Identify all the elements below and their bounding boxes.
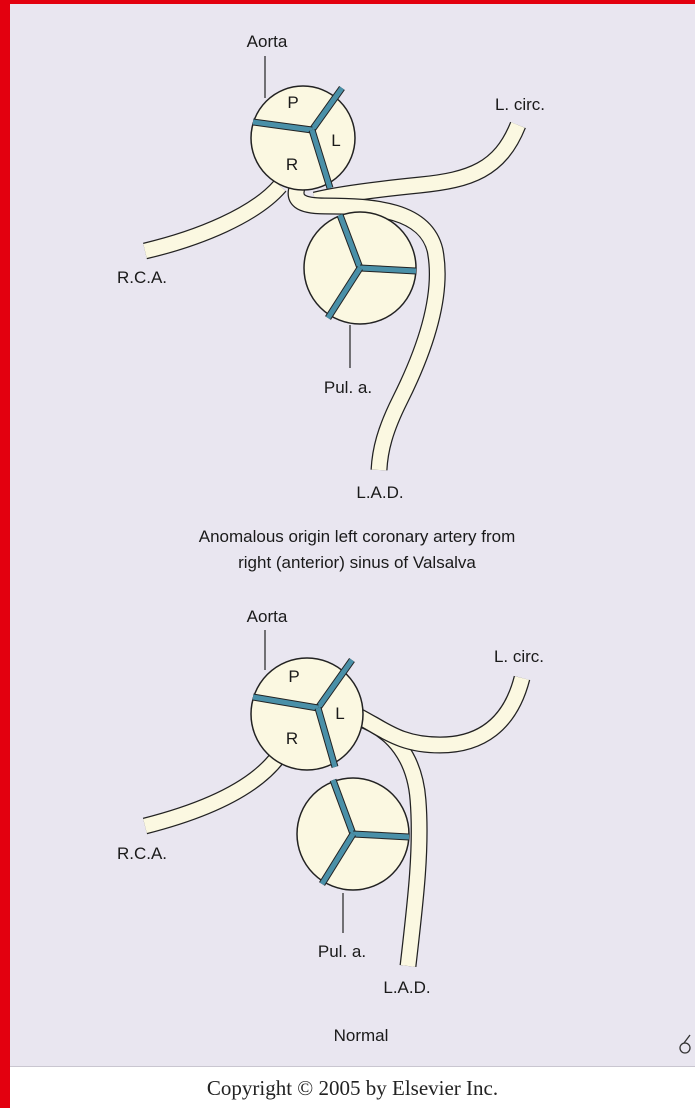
caption-bottom: Normal [334, 1026, 389, 1045]
copyright-notice: Copyright © 2005 by Elsevier Inc. [10, 1066, 695, 1109]
lcirc-label-top: L. circ. [495, 95, 545, 114]
publisher-mark-icon [680, 1035, 690, 1053]
cusp-p-label-bottom: P [288, 667, 299, 686]
lcirc-vessel-bottom [358, 678, 522, 745]
aorta-label-top: Aorta [247, 32, 288, 51]
cusp-r-label-top: R [286, 155, 298, 174]
coronary-diagram: Aorta P L R L. circ. R.C.A. Pul. a. L.A.… [10, 4, 695, 1066]
figure-panel: Aorta P L R L. circ. R.C.A. Pul. a. L.A.… [10, 4, 695, 1066]
cusp-r-label-bottom: R [286, 729, 298, 748]
lad-label-bottom: L.A.D. [383, 978, 430, 997]
aortic-valve-bottom [251, 658, 363, 770]
rca-vessel-bottom [145, 754, 280, 826]
diagram-anomalous: Aorta P L R L. circ. R.C.A. Pul. a. L.A.… [117, 32, 545, 572]
pulmonary-valve-top [304, 212, 416, 324]
lad-label-top: L.A.D. [356, 483, 403, 502]
cusp-l-label-top: L [331, 131, 340, 150]
rca-label-bottom: R.C.A. [117, 844, 167, 863]
lcirc-label-bottom: L. circ. [494, 647, 544, 666]
cusp-l-label-bottom: L [335, 704, 344, 723]
caption-top-line1: Anomalous origin left coronary artery fr… [199, 527, 516, 546]
cusp-p-label-top: P [287, 93, 298, 112]
aorta-label-bottom: Aorta [247, 607, 288, 626]
rca-vessel-top [145, 186, 280, 251]
diagram-normal: Aorta P L R L. circ. R.C.A. Pul. a. L.A.… [117, 607, 544, 1045]
pulmonary-valve-bottom [297, 778, 409, 890]
rca-label-top: R.C.A. [117, 268, 167, 287]
pul-label-top: Pul. a. [324, 378, 372, 397]
pul-label-bottom: Pul. a. [318, 942, 366, 961]
caption-top-line2: right (anterior) sinus of Valsalva [238, 553, 476, 572]
